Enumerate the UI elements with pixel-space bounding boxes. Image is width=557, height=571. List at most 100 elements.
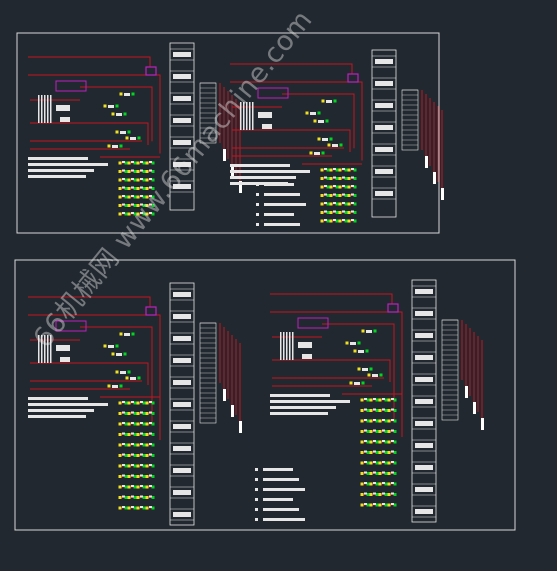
component [131, 464, 134, 466]
component [56, 345, 70, 351]
junction [142, 496, 146, 499]
terminal [361, 329, 365, 333]
junction [321, 151, 325, 155]
component [364, 503, 367, 505]
component [270, 412, 328, 415]
terminal [353, 349, 357, 353]
legend-bottom [255, 468, 305, 521]
junction [133, 443, 137, 447]
junction [133, 454, 137, 457]
wire [230, 81, 363, 161]
junction [353, 185, 357, 189]
highlight-box [55, 320, 87, 332]
component [415, 311, 433, 316]
component [286, 332, 288, 360]
component [364, 492, 367, 495]
component [140, 422, 143, 424]
component [140, 195, 143, 197]
terminal [320, 185, 324, 189]
component [131, 178, 134, 180]
component [382, 461, 385, 463]
terminal [119, 332, 123, 336]
junction [393, 493, 397, 496]
junction [344, 168, 348, 172]
component [41, 335, 43, 363]
drawing-sheet-bottom[interactable] [14, 259, 516, 531]
terminal [387, 472, 391, 475]
junction [375, 493, 379, 496]
junction [353, 202, 357, 206]
component [173, 468, 191, 473]
component [342, 176, 345, 179]
wire [28, 74, 161, 154]
component [263, 518, 305, 521]
component [122, 203, 125, 206]
component [173, 96, 191, 101]
junction [353, 177, 357, 180]
terminal [369, 482, 373, 486]
component [131, 212, 134, 214]
component [140, 495, 143, 498]
junction [133, 204, 137, 207]
component [256, 223, 259, 226]
terminal [313, 119, 317, 123]
component [116, 113, 122, 116]
terminal [387, 503, 391, 507]
component [262, 124, 272, 129]
component [415, 421, 433, 426]
component [391, 503, 394, 505]
terminal [378, 451, 382, 454]
component [364, 482, 367, 484]
schematic-panel-bottom-left [28, 282, 242, 526]
terminal [329, 177, 333, 180]
junction [133, 187, 137, 190]
junction [393, 472, 397, 475]
junction [151, 212, 155, 216]
terminal [118, 485, 122, 489]
component [364, 429, 367, 432]
component [255, 508, 258, 511]
junction [375, 398, 379, 402]
junction [142, 412, 146, 415]
wire [28, 314, 161, 440]
legend-top [256, 183, 306, 226]
component [382, 450, 385, 453]
junction [326, 168, 330, 172]
component [112, 145, 118, 148]
component [375, 125, 393, 130]
component [38, 95, 40, 123]
junction [357, 341, 361, 345]
component [415, 333, 433, 338]
drawing-sheet-top[interactable] [16, 32, 444, 234]
junction [133, 496, 137, 499]
component [264, 213, 294, 216]
junction [366, 409, 370, 412]
terminal [338, 202, 342, 206]
component [358, 350, 364, 353]
terminal [360, 482, 364, 486]
junction [124, 187, 128, 190]
junction [151, 443, 155, 447]
junction [326, 219, 330, 223]
terminal [387, 430, 391, 433]
component [364, 471, 367, 474]
terminal [329, 219, 333, 223]
junction [366, 419, 370, 423]
component [382, 419, 385, 421]
component [364, 440, 367, 442]
terminal [347, 211, 351, 214]
junction [326, 185, 330, 189]
component [391, 398, 394, 400]
component [256, 213, 259, 216]
terminal [145, 187, 149, 190]
component [425, 156, 428, 168]
component [173, 512, 191, 517]
component [122, 212, 125, 214]
junction [326, 211, 330, 214]
junction [133, 475, 137, 478]
terminal [317, 137, 321, 141]
component [364, 398, 367, 400]
component [391, 450, 394, 453]
